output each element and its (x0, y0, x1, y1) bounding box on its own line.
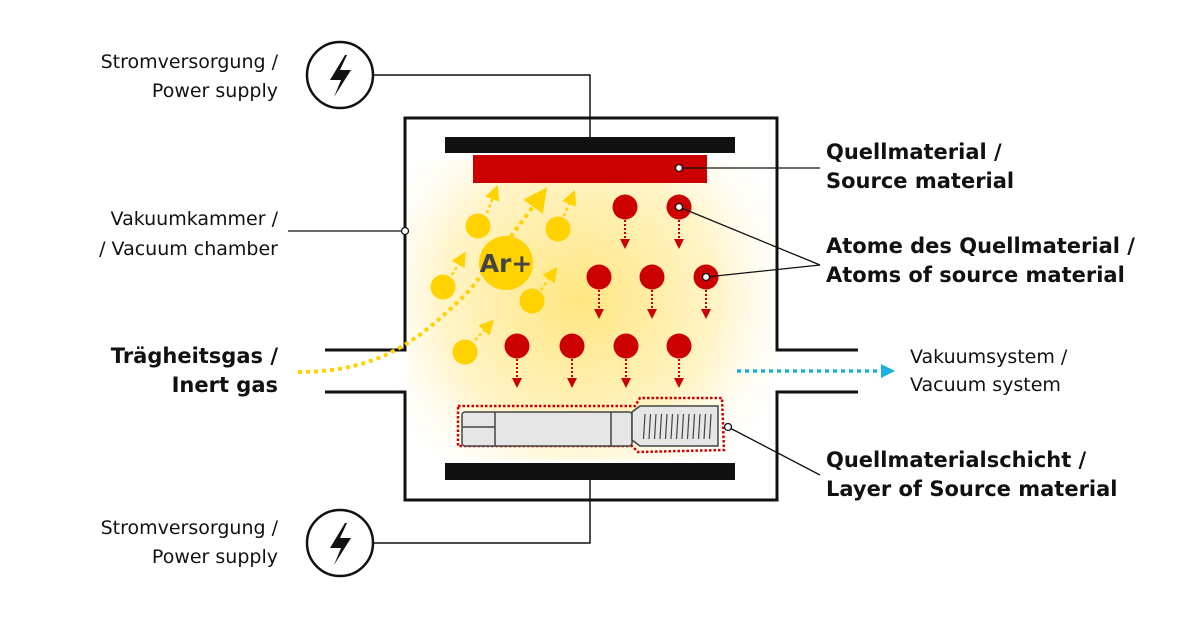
power-supply-top (305, 40, 375, 110)
inert-gas-label-de: Trägheitsgas / (111, 344, 279, 368)
leader-lines (288, 163, 821, 476)
source-atom (612, 194, 638, 220)
power-supply-top-label-de: Stromversorgung / (101, 51, 279, 73)
thread-line (653, 413, 657, 440)
source-material-label-de: Quellmaterial / (826, 140, 1002, 164)
argon-ion (479, 236, 533, 290)
bottom-electrode (445, 463, 735, 480)
power-supply-top-label-en: Power supply (152, 80, 278, 102)
vacuum-system-label-en: Vacuum system (910, 374, 1061, 396)
layer-label-de: Quellmaterialschicht / (826, 448, 1087, 472)
thread-line (708, 413, 712, 440)
thread-line (675, 413, 679, 440)
power-supply-bottom-label-de: Stromversorgung / (101, 517, 279, 539)
atoms-label-de: Atome des Quellmaterial / (826, 234, 1135, 258)
coated-tap-tool (456, 396, 726, 454)
inert-gas-label-en: Inert gas (172, 373, 278, 397)
argon-ion-label: Ar+ (480, 249, 533, 278)
thread-line (642, 413, 646, 440)
power-supply-bottom-label-en: Power supply (152, 546, 278, 568)
source-atoms (504, 194, 719, 388)
top-electrode (445, 137, 735, 153)
source-atom (666, 333, 692, 359)
thread-line (692, 413, 696, 440)
thread-line (648, 413, 652, 440)
inert-gas-flow (297, 187, 547, 374)
vacuum-system-label-de: Vakuumsystem / (910, 346, 1068, 368)
source-atom (504, 333, 530, 359)
source-material-label-en: Source material (826, 169, 1014, 193)
source-atom (613, 333, 639, 359)
source-atom (639, 264, 665, 290)
thread-line (681, 413, 685, 440)
lightning-bolt-icon (330, 55, 351, 97)
layer-label-en: Layer of Source material (826, 477, 1118, 501)
lightning-bolt-icon (330, 523, 351, 565)
source-atom (586, 264, 612, 290)
atoms-label-en: Atoms of source material (826, 263, 1125, 287)
vacuum-chamber-label-en: / Vacuum chamber (99, 238, 278, 260)
thread-line (664, 413, 668, 440)
power-supply-bottom (305, 508, 375, 578)
thread-line (686, 413, 690, 440)
thread-line (659, 413, 663, 440)
source-material-target (473, 155, 707, 183)
argon-atoms (430, 184, 577, 365)
power-wires (373, 74, 591, 544)
source-atom (559, 333, 585, 359)
thread-line (697, 413, 701, 440)
thread-line (703, 413, 707, 440)
thread-line (670, 413, 674, 440)
vacuum-chamber-label-de: Vakuumkammer / (111, 208, 279, 230)
